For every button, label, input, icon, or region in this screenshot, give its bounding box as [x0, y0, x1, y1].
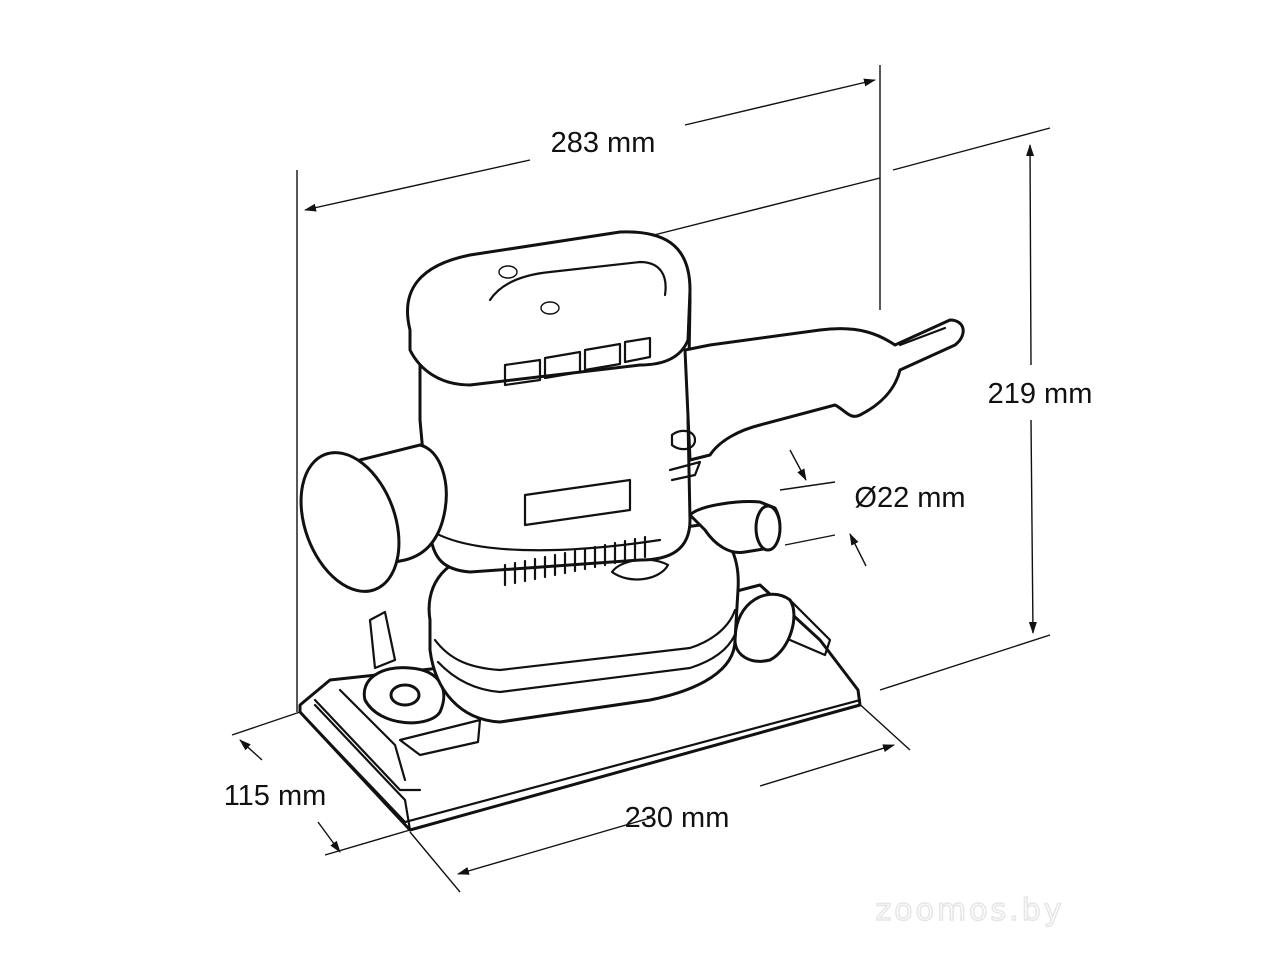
dimension-label-base-width: 115 mm	[224, 780, 327, 812]
dimension-label-dust-port-diameter: Ø22 mm	[854, 482, 965, 514]
dimension-line-base-width	[239, 739, 341, 853]
watermark: zoomos.by	[876, 893, 1065, 928]
dimension-line-diameter	[789, 449, 867, 567]
dimension-line-height	[1026, 144, 1037, 634]
dimension-line-length	[304, 78, 876, 212]
dimension-label-height: 219 mm	[988, 378, 1093, 410]
dimension-line-base-length	[457, 744, 895, 875]
dimension-label-base-length: 230 mm	[625, 802, 730, 834]
sander-illustration	[298, 230, 965, 832]
dimension-label-length: 283 mm	[551, 127, 656, 159]
